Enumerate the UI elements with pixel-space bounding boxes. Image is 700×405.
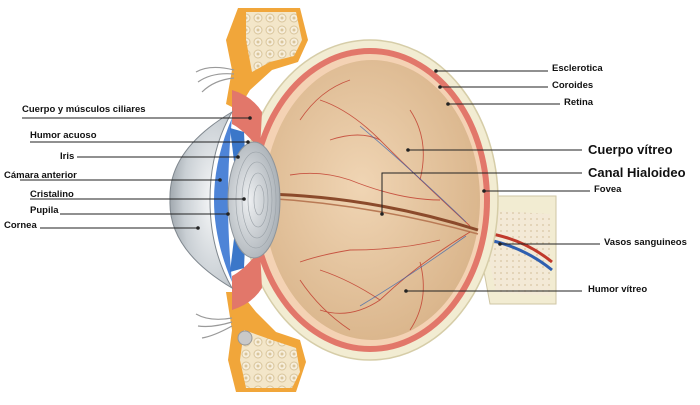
label-camara-anterior: Cámara anterior (4, 170, 77, 181)
upper-orbit-bone (226, 8, 308, 110)
ciliary-body-upper (232, 90, 262, 150)
leader-dots (196, 69, 502, 293)
lower-orbit-bone (226, 292, 306, 392)
label-iris: Iris (60, 151, 75, 162)
hyaloid-canal (261, 192, 479, 232)
label-pupila: Pupila (30, 205, 59, 216)
leader-canal-hialoideo (381, 172, 582, 214)
label-cornea: Cornea (4, 220, 37, 231)
leader-lines (20, 70, 600, 292)
lens-rings (235, 151, 277, 249)
label-canal-hialoideo: Canal Hialoideo (588, 165, 686, 180)
label-humor-acuoso: Humor acuoso (30, 130, 97, 141)
anterior-chamber (214, 118, 232, 282)
label-cuerpo-musculos-ciliares: Cuerpo y músculos ciliares (22, 104, 146, 115)
cornea-shape (169, 110, 234, 290)
ciliary-body-lower (232, 250, 262, 310)
eyelashes (195, 66, 235, 339)
label-humor-vitreo: Humor vítreo (588, 284, 648, 295)
label-retina: Retina (564, 97, 594, 108)
label-cristalino: Cristalino (30, 189, 74, 200)
label-coroides: Coroides (552, 80, 594, 91)
vitreous-body (264, 60, 480, 340)
label-vasos-sanguineos: Vasos sanguineos (604, 237, 687, 248)
label-fovea: Fovea (594, 184, 622, 195)
label-cuerpo-vitreo: Cuerpo vítreo (588, 142, 673, 157)
label-esclerotica: Esclerotica (552, 63, 603, 74)
retinal-vessels (289, 79, 471, 331)
